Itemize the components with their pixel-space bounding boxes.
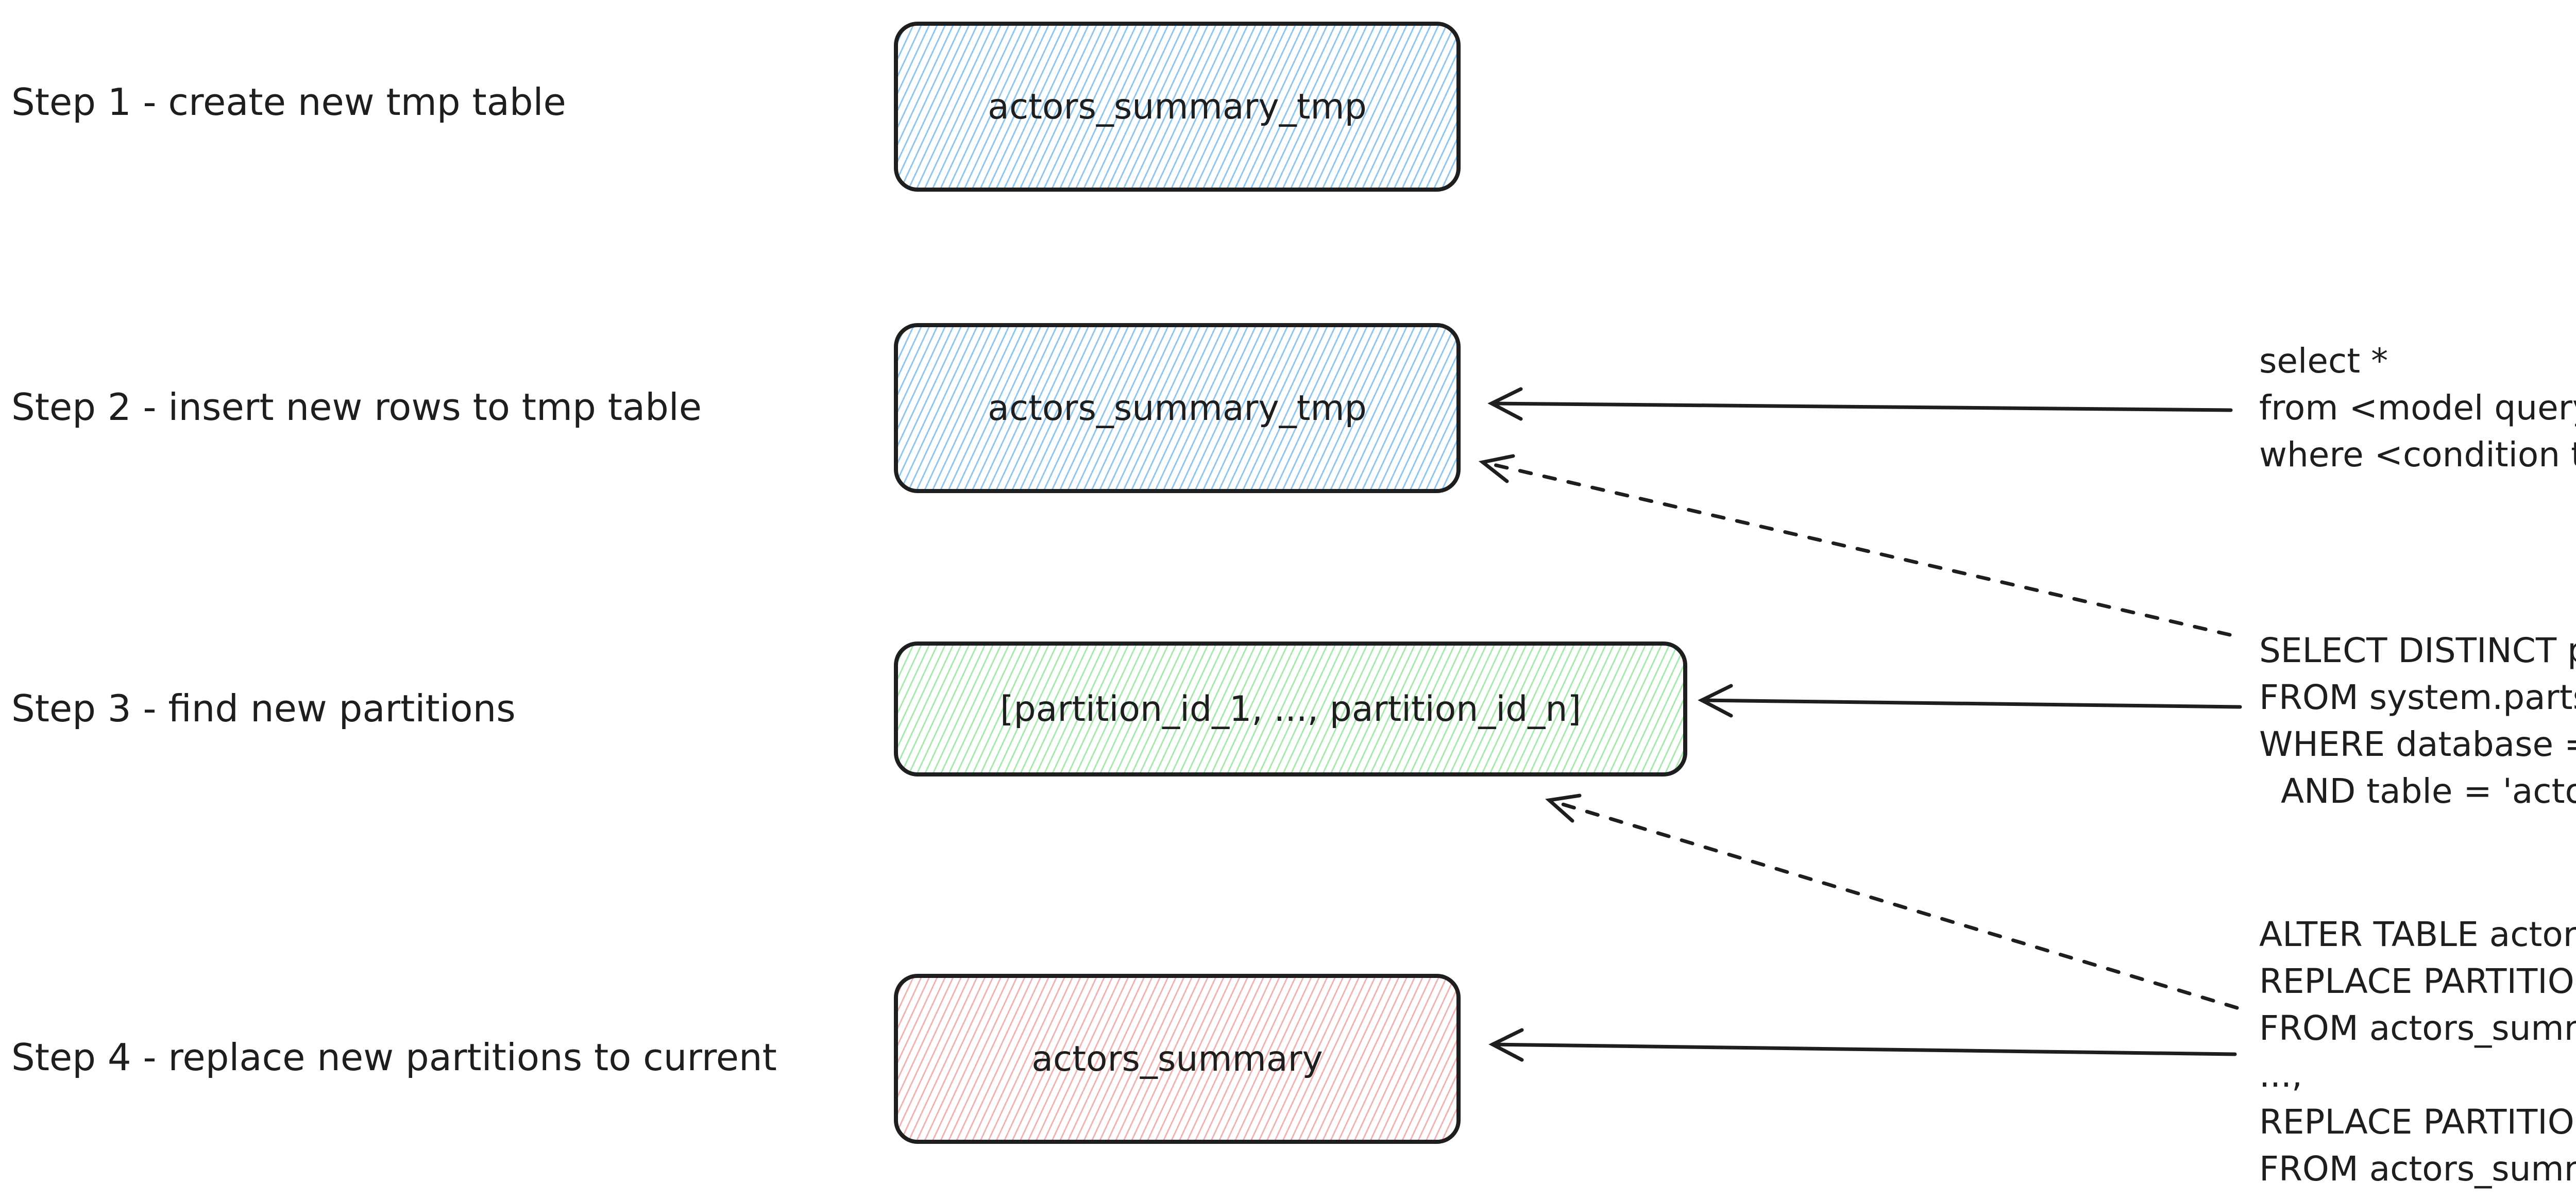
arrow-partitions-sql-to-step-3-box — [1698, 684, 2242, 718]
dashed-arrow-replace-sql-to-step-3-box — [1545, 793, 2239, 1010]
step-3-box-partition-list: [partition_id_1, ..., partition_id_n] — [894, 641, 1687, 776]
sql-line: FROM actors_summary_tmp, — [2259, 1149, 2576, 1189]
step-1-label: Step 1 - create new tmp table — [11, 80, 566, 124]
arrow-replace-sql-to-step-4-box — [1488, 1028, 2237, 1062]
step-4-box-current-table: actors_summary — [894, 974, 1461, 1144]
step-4-box-label: actors_summary — [1031, 1038, 1323, 1079]
dashed-arrow-partitions-sql-to-step-2-box — [1478, 454, 2232, 637]
sql-line: ..., — [2259, 1055, 2302, 1095]
sql-line: where <condition to identify new> — [2259, 435, 2576, 475]
step-2-box-tmp-table: actors_summary_tmp — [894, 323, 1461, 493]
sql-line: FROM actors_summary_tmp, — [2259, 1008, 2576, 1048]
step-2-box-label: actors_summary_tmp — [988, 387, 1367, 429]
step-3-label: Step 3 - find new partitions — [11, 687, 516, 730]
step-2-label: Step 2 - insert new rows to tmp table — [11, 385, 702, 429]
sql-line: from <model query> — [2259, 388, 2576, 428]
step-1-box-tmp-table: actors_summary_tmp — [894, 22, 1461, 192]
sql-line: WHERE database = <database> — [2259, 724, 2576, 764]
sql-line: REPLACE PARTITION partition_id_1 — [2259, 961, 2576, 1001]
step-1-box-label: actors_summary_tmp — [988, 86, 1367, 127]
sql-line: AND table = 'actors_summary_tmp' — [2280, 771, 2576, 811]
step-3-sql-text: SELECT DISTINCT partition_id FROM system… — [2259, 627, 2576, 815]
sql-line: select * — [2259, 341, 2388, 381]
sql-line: REPLACE PARTITION partition_id_n — [2259, 1102, 2576, 1142]
step-4-sql-text: ALTER TABLE actors_summary REPLACE PARTI… — [2259, 911, 2576, 1192]
step-3-box-label: [partition_id_1, ..., partition_id_n] — [999, 688, 1582, 730]
sql-line: FROM system.parts — [2259, 678, 2576, 717]
step-4-label: Step 4 - replace new partitions to curre… — [11, 1036, 777, 1079]
arrow-select-sql-to-step-2-box — [1487, 387, 2233, 421]
step-2-sql-text: select * from <model query> where <condi… — [2259, 337, 2576, 478]
sql-line: SELECT DISTINCT partition_id — [2259, 631, 2576, 670]
sql-line: ALTER TABLE actors_summary — [2259, 915, 2576, 954]
